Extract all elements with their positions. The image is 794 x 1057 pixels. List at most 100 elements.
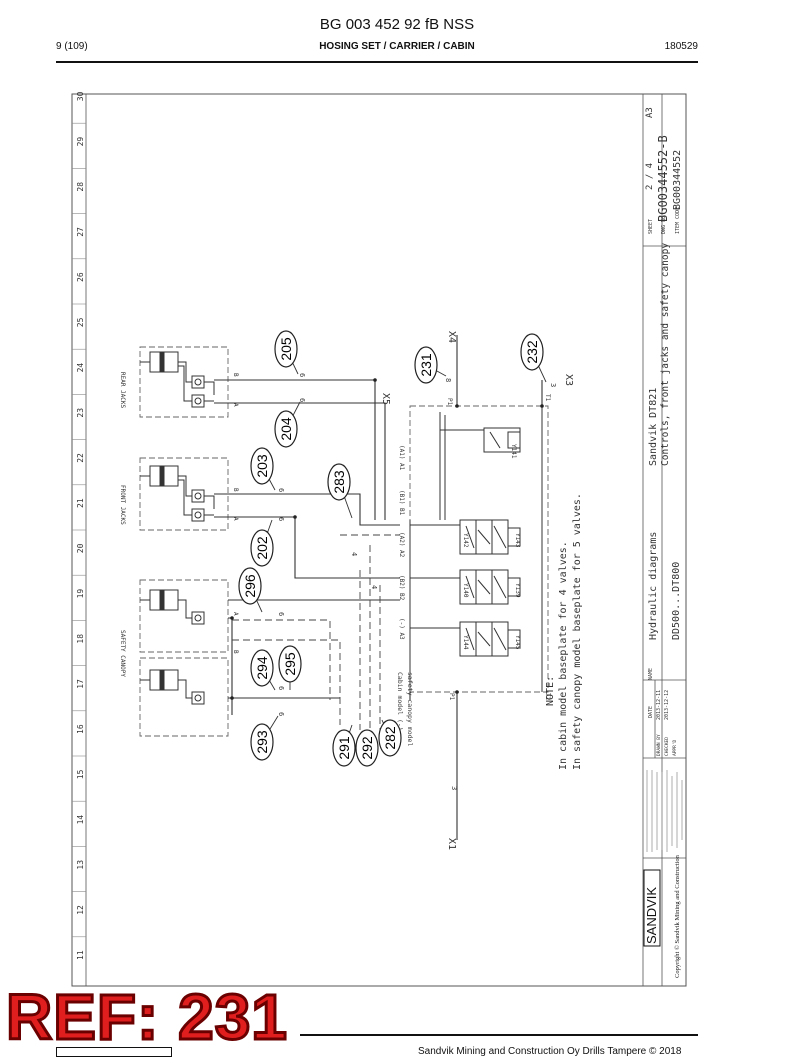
title-main: Hydraulic diagrams: [648, 532, 659, 640]
label-front-jacks: FRONT JACKS: [119, 485, 126, 525]
callout-label: 294: [254, 656, 270, 680]
port-x5: X5: [380, 393, 391, 405]
name-label: NAME: [648, 668, 654, 680]
valve-y145: Y145: [514, 635, 521, 650]
valve-y142: Y142: [462, 533, 469, 548]
callout-292: 292: [355, 729, 379, 767]
ruler-number: 18: [76, 634, 85, 644]
ruler-number: 25: [76, 317, 85, 327]
valve-y143: Y143: [514, 533, 521, 548]
model-note-cabin: Cabin model (-): [396, 672, 404, 731]
note-line-1: In cabin model baseplate for 4 valves.: [558, 541, 569, 770]
date-code: 180529: [664, 41, 698, 52]
callout-293: 293: [250, 715, 279, 761]
port-a-canopy: A: [232, 612, 239, 616]
drawing-frame: [71, 93, 687, 987]
item-code: BG00344552: [672, 150, 683, 210]
checked-date: 2013-12-12: [664, 690, 670, 720]
hose-6-front-b: 6: [277, 517, 285, 521]
hose-6-rear-b: 6: [298, 398, 306, 402]
sheet-number: 2 / 4: [645, 163, 655, 190]
callout-294: 294: [250, 649, 276, 691]
ruler-number: 15: [76, 769, 85, 779]
header-rule: [56, 61, 698, 63]
callout-label: 205: [278, 337, 294, 361]
directional-valves: [409, 406, 543, 692]
drawing-number: BG00344552-B: [656, 135, 670, 222]
ref-watermark: REF: 231: [5, 981, 289, 1054]
valve-port-a1: (A1) A1: [398, 445, 405, 471]
callout-label: 295: [282, 652, 298, 676]
hose-4-b: 4: [370, 585, 378, 589]
port-b-front: B: [232, 488, 239, 492]
pilot-lines: [232, 534, 400, 740]
callout-205: 205: [274, 330, 299, 375]
ruler-number: 28: [76, 182, 85, 192]
valve-port-a3: (-) A3: [398, 618, 405, 640]
callout-label: 296: [242, 574, 258, 598]
drawing-description: Controls, front jacks and safety canopy: [660, 243, 671, 466]
hose-8-x4: 8: [444, 378, 452, 382]
port-b-canopy: B: [232, 650, 239, 654]
port-p1-bottom: P1: [448, 693, 455, 701]
sheet-size: A3: [645, 107, 655, 118]
ruler-number: 29: [76, 137, 85, 147]
cylinders: [140, 351, 215, 705]
callout-label: 293: [254, 730, 270, 754]
callout-283: 283: [327, 463, 353, 519]
callout-291: 291: [332, 724, 356, 767]
callout-282: 282: [378, 719, 402, 757]
date-label: DATE: [648, 706, 654, 718]
valve-y139: Y139: [514, 583, 521, 598]
sandvik-logo-box: [643, 869, 661, 947]
note-heading: NOTE:: [545, 676, 556, 706]
valve-port-b1: (B1) B1: [398, 490, 405, 516]
model-note-canopy: safety canopy model: [406, 672, 414, 746]
callout-label: 204: [278, 417, 294, 441]
valve-y140: Y140: [462, 583, 469, 598]
ruler-number: 30: [76, 91, 85, 101]
valve-y144: Y144: [462, 635, 469, 650]
ruler-number: 21: [76, 498, 85, 508]
ruler-number: 16: [76, 724, 85, 734]
port-p1-top: P1: [446, 398, 453, 406]
port-b-rear: B: [232, 373, 239, 377]
checked-label: CHECKED: [664, 737, 670, 756]
hose-3-x1: 3: [450, 786, 458, 790]
port-t2: T2: [544, 693, 551, 701]
hose-4-a: 4: [350, 552, 358, 556]
footer-logo: [56, 1047, 172, 1057]
hose-6-canopy-c: 6: [277, 712, 285, 716]
callout-label: 203: [254, 454, 270, 478]
junction-dots: [230, 378, 544, 700]
disclaimer-text: [646, 770, 683, 852]
callout-label: 292: [359, 736, 375, 760]
ruler-number: 22: [76, 453, 85, 463]
callout-label: 232: [524, 340, 540, 364]
title-sub: DD500...DT800: [671, 562, 682, 640]
ruler-number: 27: [76, 227, 85, 237]
footer-rule: [300, 1034, 698, 1036]
callout-231: 231: [414, 346, 447, 384]
hose-6-canopy-b: 6: [277, 686, 285, 690]
ruler-number: 23: [76, 408, 85, 418]
port-x4: X4: [446, 331, 457, 343]
note-line-2: In safety canopy model baseplate for 5 v…: [572, 493, 583, 770]
ruler-number: 20: [76, 543, 85, 553]
ruler-number: 14: [76, 815, 85, 825]
callout-295: 295: [278, 645, 302, 690]
hose-6-front-a: 6: [277, 488, 285, 492]
item-code-label: ITEM CODE: [675, 207, 681, 234]
callout-label: 282: [382, 726, 398, 750]
callout-296: 296: [238, 567, 263, 613]
ruler-number: 12: [76, 905, 85, 915]
label-safety-canopy: SAFETY CANOPY: [119, 630, 126, 677]
valve-port-a2: (A2) A2: [398, 532, 405, 558]
callout-232: 232: [520, 333, 547, 383]
document-title: BG 003 452 92 fB NSS: [319, 16, 475, 33]
cylinder-outlines: [139, 346, 549, 737]
page-number: 9 (109): [56, 41, 88, 52]
label-rear-jacks: REAR JACKS: [119, 372, 126, 409]
